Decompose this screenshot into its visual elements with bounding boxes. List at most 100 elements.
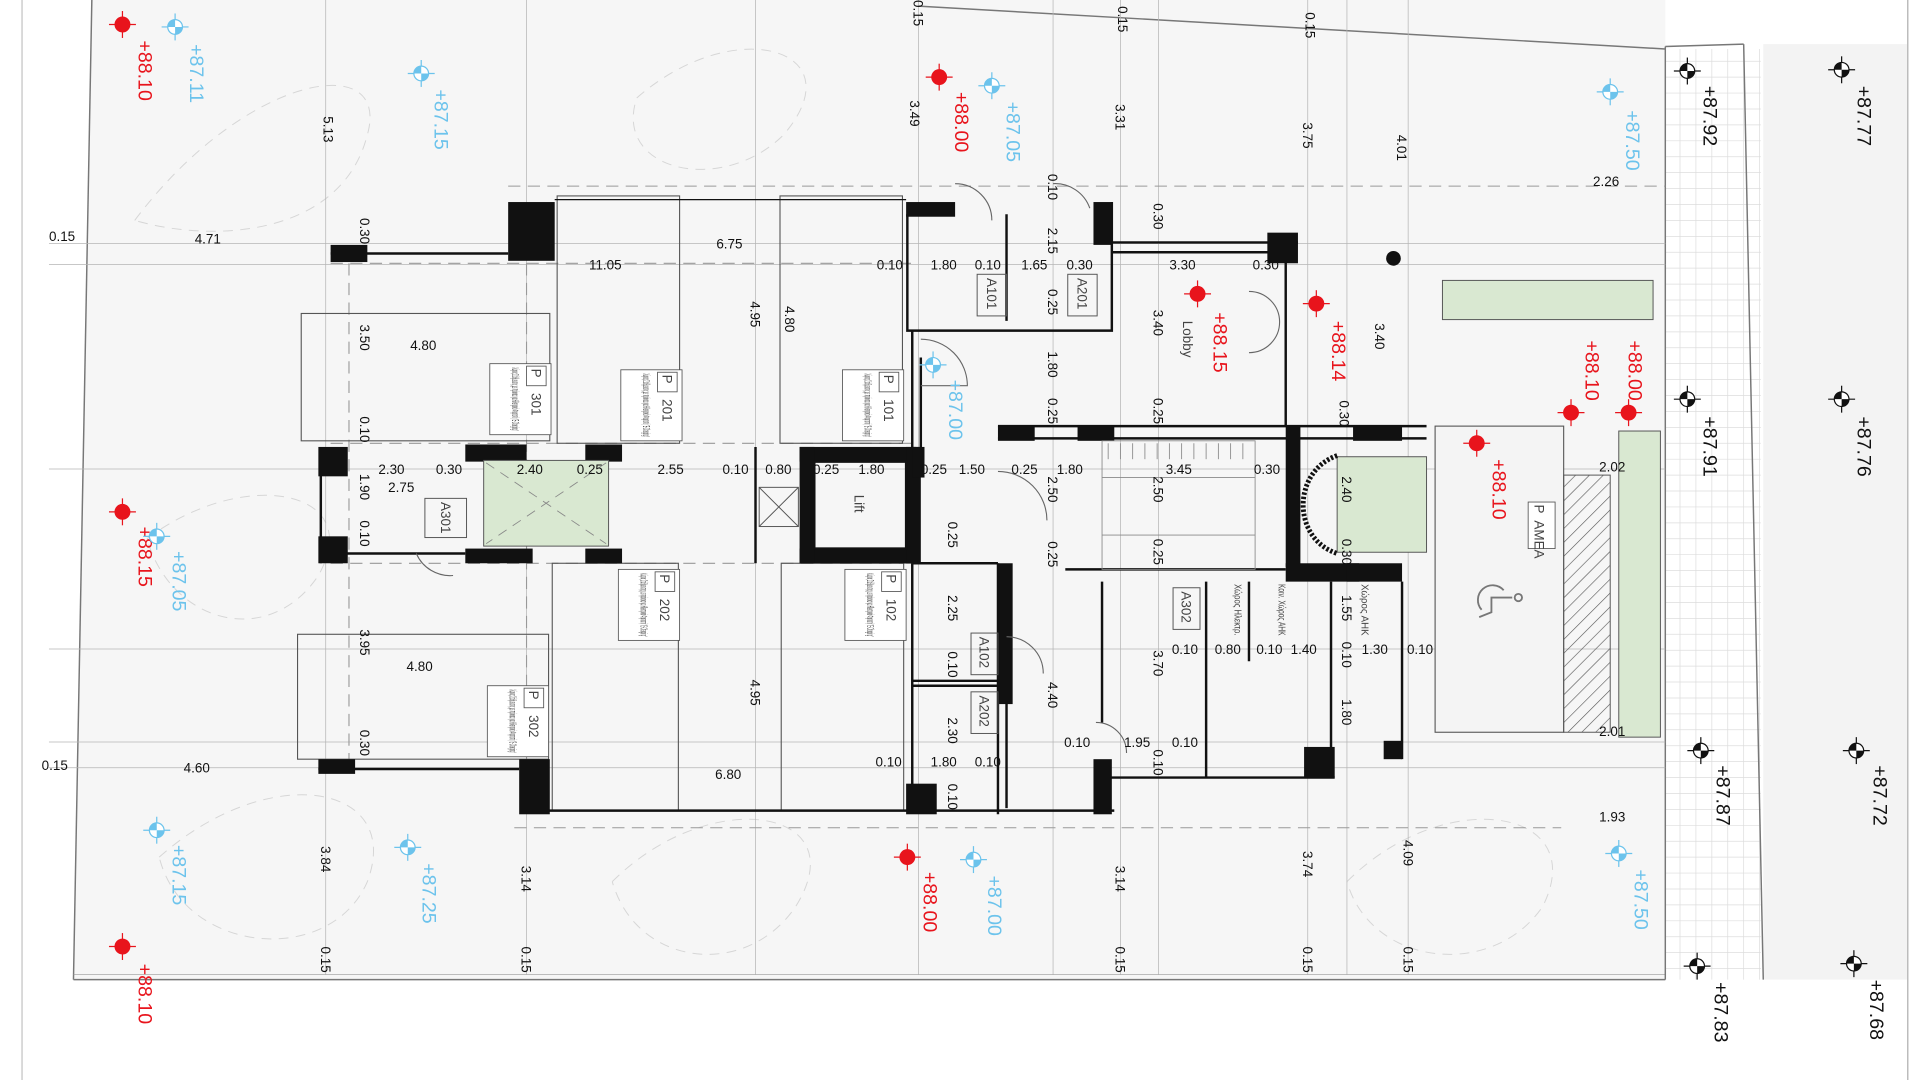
column	[1077, 426, 1115, 441]
column	[1304, 746, 1335, 778]
dimension-label: 0.30	[357, 218, 372, 244]
site-boundary	[21, 0, 1909, 1080]
column	[330, 244, 368, 263]
storage-tag	[1172, 587, 1201, 630]
column	[508, 202, 555, 261]
existing-level-marker-icon	[893, 843, 921, 871]
column	[997, 426, 1035, 441]
dimension-label: 2.30	[378, 462, 404, 477]
existing-level-marker-icon	[1557, 399, 1585, 427]
dimension-label: 0.25	[1045, 398, 1060, 424]
dimension-label: 2.75	[388, 480, 414, 495]
dimension-label: 6.75	[716, 237, 742, 252]
dimension-label: 0.30	[1254, 462, 1280, 477]
dimension-label: 2.50	[1150, 476, 1165, 502]
dimension-label: 3.50	[357, 324, 372, 350]
survey-level-label: +87.87	[1712, 765, 1734, 825]
parking-tag	[620, 369, 683, 442]
staircase	[1101, 440, 1256, 570]
parking-icon: P	[528, 369, 543, 378]
dimension-label: 2.55	[658, 462, 684, 477]
dimension-label: 1.30	[1362, 642, 1388, 657]
storage-label-A302: A302	[1179, 591, 1194, 622]
dimension-label: 0.10	[722, 462, 748, 477]
utility-room-label: Χώρος Ηλεκτρ.	[1231, 584, 1242, 635]
parking-icon: P	[884, 574, 899, 583]
proposed-level-marker-icon	[919, 351, 947, 379]
proposed-level-marker-icon	[143, 522, 171, 550]
storage-tag	[1067, 273, 1098, 317]
storage-label-A101: A101	[984, 278, 999, 309]
dimension-label: 0.30	[1067, 257, 1093, 272]
dashed-outlines	[330, 185, 1666, 829]
accessible-parking-tag	[1527, 501, 1556, 549]
dimension-label: 4.80	[782, 306, 797, 332]
lift-shaft	[758, 460, 908, 550]
dimension-label: 2.25	[945, 595, 960, 621]
dimension-label: 1.40	[1291, 642, 1317, 657]
right-area	[1763, 44, 1908, 980]
survey-level-marker-icon	[1842, 737, 1870, 765]
survey-level-marker-icon	[1828, 385, 1856, 413]
parking-tag	[842, 369, 905, 442]
dimension-label: 3.45	[1166, 462, 1192, 477]
dimension-label: 0.15	[519, 947, 534, 973]
existing-level-marker-icon	[1463, 429, 1491, 457]
existing-level-marker-icon	[108, 933, 136, 960]
dimension-label: 0.30	[1339, 539, 1354, 565]
column	[1093, 202, 1112, 245]
post-marker	[1386, 251, 1401, 266]
column	[465, 548, 533, 564]
dimension-label: 0.80	[1215, 642, 1241, 657]
column	[585, 548, 623, 564]
dimension-label: 0.15	[1302, 12, 1317, 38]
proposed-level-label: +87.50	[1621, 110, 1643, 171]
dimension-label: 5.13	[320, 116, 335, 142]
planting-areas	[483, 279, 1661, 738]
door-swings	[415, 183, 1281, 754]
column	[1285, 563, 1360, 582]
parking-number: 101	[881, 399, 896, 421]
survey-level-label: +87.76	[1853, 416, 1875, 477]
parking-note: Χώρος Στάθμευσης με πρόνοια για Ηλεκτρικ…	[506, 689, 517, 753]
dimension-label: 1.65	[1021, 257, 1047, 272]
dimension-label: 2.15	[1045, 228, 1060, 254]
dimension-label: 1.80	[931, 755, 957, 770]
dimension-label: 3.95	[357, 629, 372, 655]
survey-level-label: +87.72	[1868, 765, 1890, 825]
parking-icon: P	[657, 574, 672, 583]
dimension-label: 0.10	[975, 257, 1001, 272]
dimension-label: 0.15	[1113, 947, 1128, 973]
survey-level-marker-icon	[1683, 952, 1711, 980]
dimension-label: 3.40	[1150, 310, 1165, 336]
dimension-label: 2.26	[1593, 174, 1619, 189]
existing-level-label: +88.14	[1327, 321, 1349, 382]
existing-level-marker-icon	[1302, 290, 1330, 318]
proposed-level-label: +87.11	[185, 44, 207, 103]
proposed-level-marker-icon	[960, 846, 987, 874]
dimension-label: 0.30	[1150, 203, 1165, 229]
parking-tag	[844, 568, 907, 641]
existing-level-label: +88.00	[918, 872, 940, 933]
dimension-label: 4.01	[1394, 135, 1409, 161]
column	[1346, 563, 1403, 582]
dimension-label: 0.10	[1407, 642, 1433, 657]
dimension-label: 3.30	[1169, 257, 1195, 272]
dimension-label: 0.15	[1115, 6, 1130, 32]
dimension-label: 3.31	[1113, 104, 1128, 130]
existing-level-marker-icon	[1615, 399, 1643, 427]
proposed-level-marker-icon	[1605, 840, 1633, 867]
dimension-label: 0.25	[1150, 398, 1165, 424]
existing-level-marker-icon	[108, 498, 136, 526]
dimension-label: 2.30	[945, 718, 960, 744]
dimension-label: 4.80	[407, 659, 433, 674]
dimension-label: 2.40	[517, 462, 543, 477]
dimension-label: 0.25	[1150, 539, 1165, 565]
parking-tag	[486, 685, 549, 758]
dimension-label: 3.14	[1113, 866, 1128, 893]
proposed-level-marker-icon	[1596, 78, 1624, 106]
dimension-label: 0.10	[1064, 735, 1090, 750]
parking-note: Χώρος Στάθμευσης με πρόνοια για Ηλεκτρικ…	[861, 373, 872, 437]
dimension-label: 2.01	[1599, 724, 1625, 739]
